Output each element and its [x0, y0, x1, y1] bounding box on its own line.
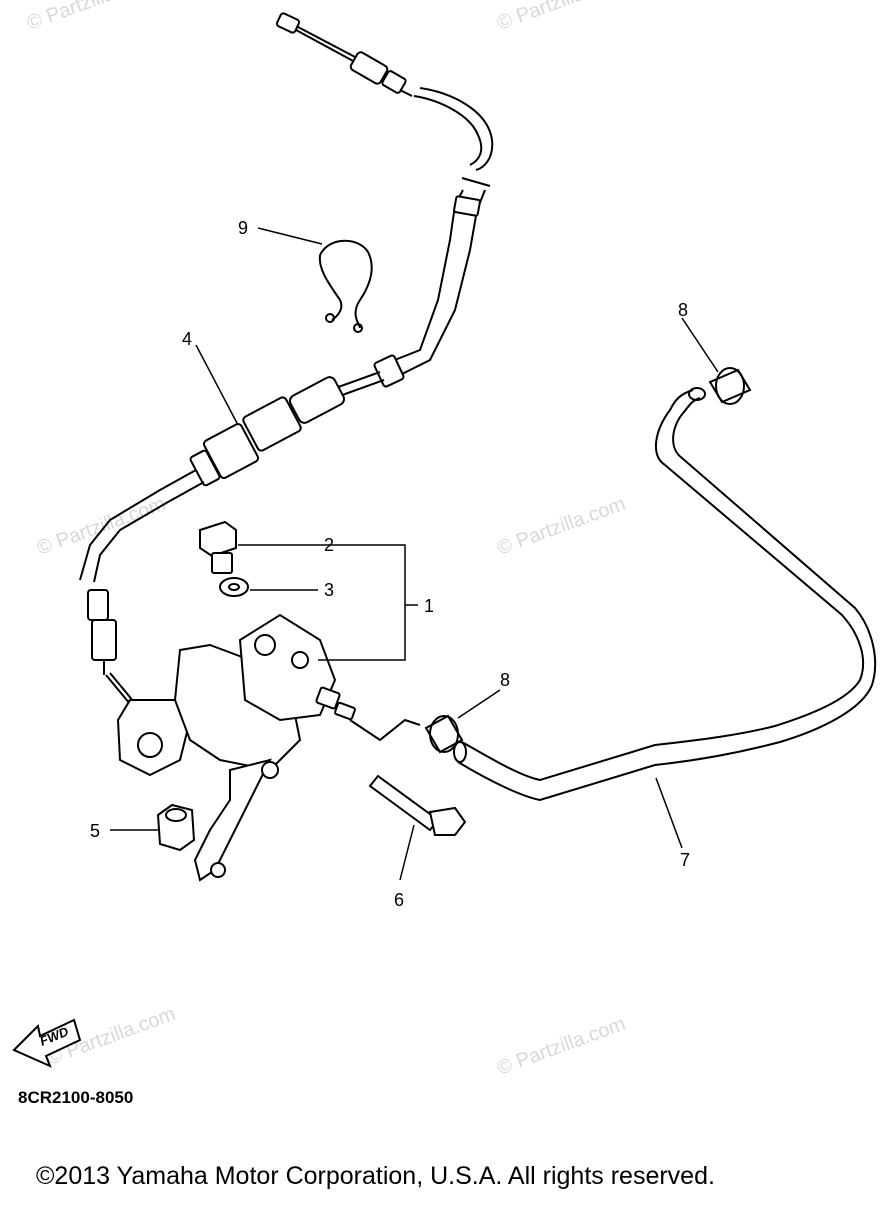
nut — [156, 803, 196, 852]
hose-clip-lower — [424, 714, 464, 754]
callouts: 1 2 3 4 5 6 7 8 8 9 — [90, 218, 690, 910]
washer — [219, 577, 249, 597]
callout-9: 9 — [238, 218, 248, 238]
part-code: 8CR2100-8050 — [18, 1088, 133, 1107]
watermark: © Partzilla.com — [494, 0, 628, 35]
callout-6: 6 — [394, 890, 404, 910]
hose-clip-upper — [708, 367, 752, 405]
leader-lines — [110, 227, 719, 881]
fwd-arrow: FWD — [12, 1018, 82, 1068]
watermark: © Partzilla.com — [24, 0, 158, 35]
callout-1: 1 — [424, 596, 434, 616]
callout-2: 2 — [324, 535, 334, 555]
watermark: © Partzilla.com — [494, 493, 628, 560]
bolt — [199, 520, 237, 574]
watermark: © Partzilla.com — [494, 1013, 628, 1080]
callout-8-upper: 8 — [678, 300, 688, 320]
cable-clip — [318, 239, 373, 333]
callout-8-lower: 8 — [500, 670, 510, 690]
callout-5: 5 — [90, 821, 100, 841]
screw — [368, 774, 467, 836]
copyright-notice: ©2013 Yamaha Motor Corporation, U.S.A. A… — [36, 1162, 715, 1190]
callout-4: 4 — [182, 329, 192, 349]
oil-pump-cable — [79, 12, 494, 711]
oil-delivery-hose — [453, 387, 877, 802]
watermark: © Partzilla.com — [34, 493, 168, 560]
oil-pump-assembly — [116, 613, 421, 882]
callout-3: 3 — [324, 580, 334, 600]
callout-7: 7 — [680, 850, 690, 870]
